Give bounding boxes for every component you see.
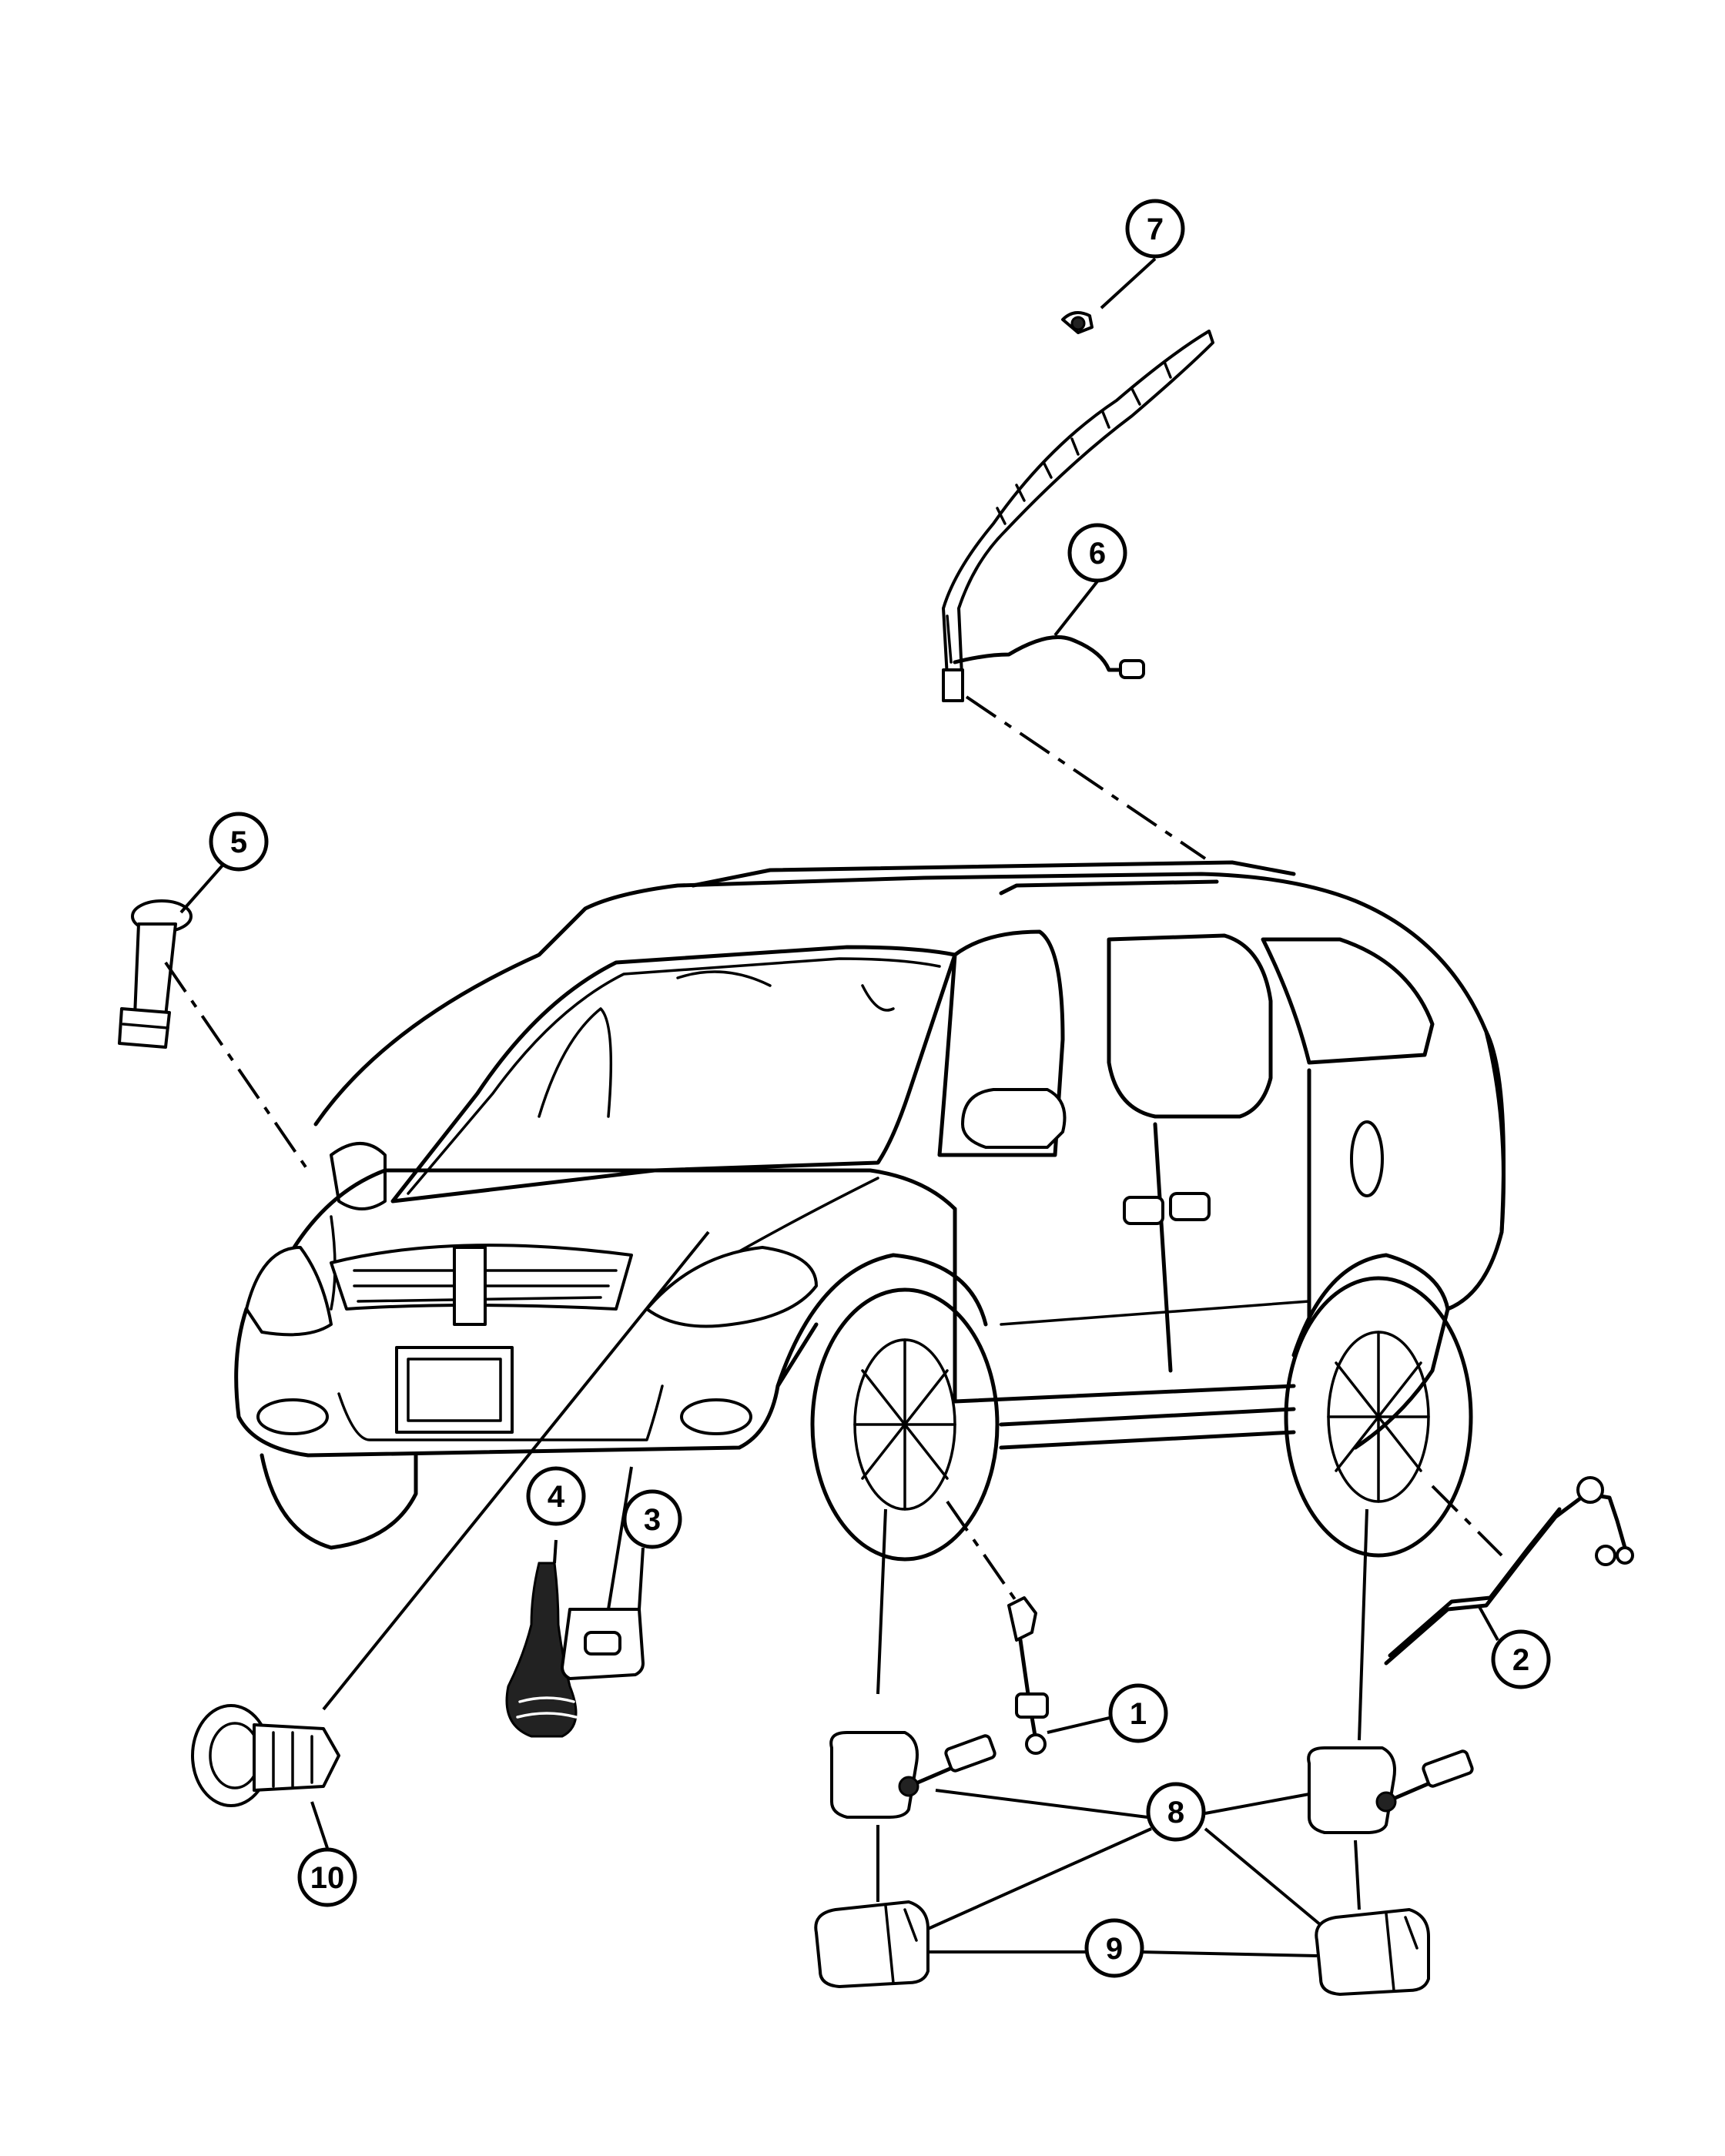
callout-9: 9	[1084, 1918, 1144, 1978]
callout-5-label: 5	[230, 825, 247, 859]
callout-7-label: 7	[1147, 213, 1164, 246]
part-8-tpms-sensor-right	[1307, 1746, 1474, 1834]
part-3-key-card	[561, 1608, 645, 1680]
minivan-illustration	[234, 860, 1506, 1562]
part-1-sensor	[1007, 1596, 1049, 1755]
rear-wheel	[1284, 1276, 1473, 1558]
part-4-key-fob	[505, 1562, 578, 1738]
association-lines	[322, 1230, 1368, 1910]
callout-10-label: 10	[310, 1861, 345, 1895]
callout-9-label: 9	[1106, 1932, 1123, 1966]
callout-2: 2	[1491, 1629, 1551, 1689]
part-9-sensor-housing-right	[1315, 1908, 1430, 1996]
callout-6: 6	[1067, 523, 1127, 583]
callout-4: 4	[526, 1466, 586, 1526]
part-2-sensor-harness	[1384, 1476, 1634, 1666]
part-5-lock-cylinder	[118, 899, 193, 1049]
front-wheel	[810, 1287, 1000, 1562]
callout-1-label: 1	[1130, 1697, 1147, 1731]
callout-5: 5	[209, 812, 269, 872]
part-9-sensor-housing-left	[814, 1900, 929, 1988]
part-7-clip	[1061, 311, 1094, 334]
callout-leaders	[179, 257, 1499, 1957]
part-10-ignition-switch	[191, 1704, 340, 1807]
callout-6-label: 6	[1089, 537, 1106, 571]
phantom-lines	[164, 695, 1503, 1603]
callout-7: 7	[1125, 199, 1185, 259]
callout-8: 8	[1146, 1782, 1206, 1842]
callout-3-label: 3	[644, 1503, 661, 1537]
callout-8-label: 8	[1167, 1796, 1184, 1830]
callout-2-label: 2	[1512, 1643, 1529, 1677]
callout-3: 3	[622, 1489, 682, 1549]
callout-4-label: 4	[548, 1480, 565, 1514]
part-6-curtain-airbag	[942, 330, 1214, 702]
callout-10: 10	[297, 1847, 357, 1907]
callout-1: 1	[1108, 1683, 1168, 1743]
part-8-tpms-sensor-left	[829, 1731, 996, 1819]
